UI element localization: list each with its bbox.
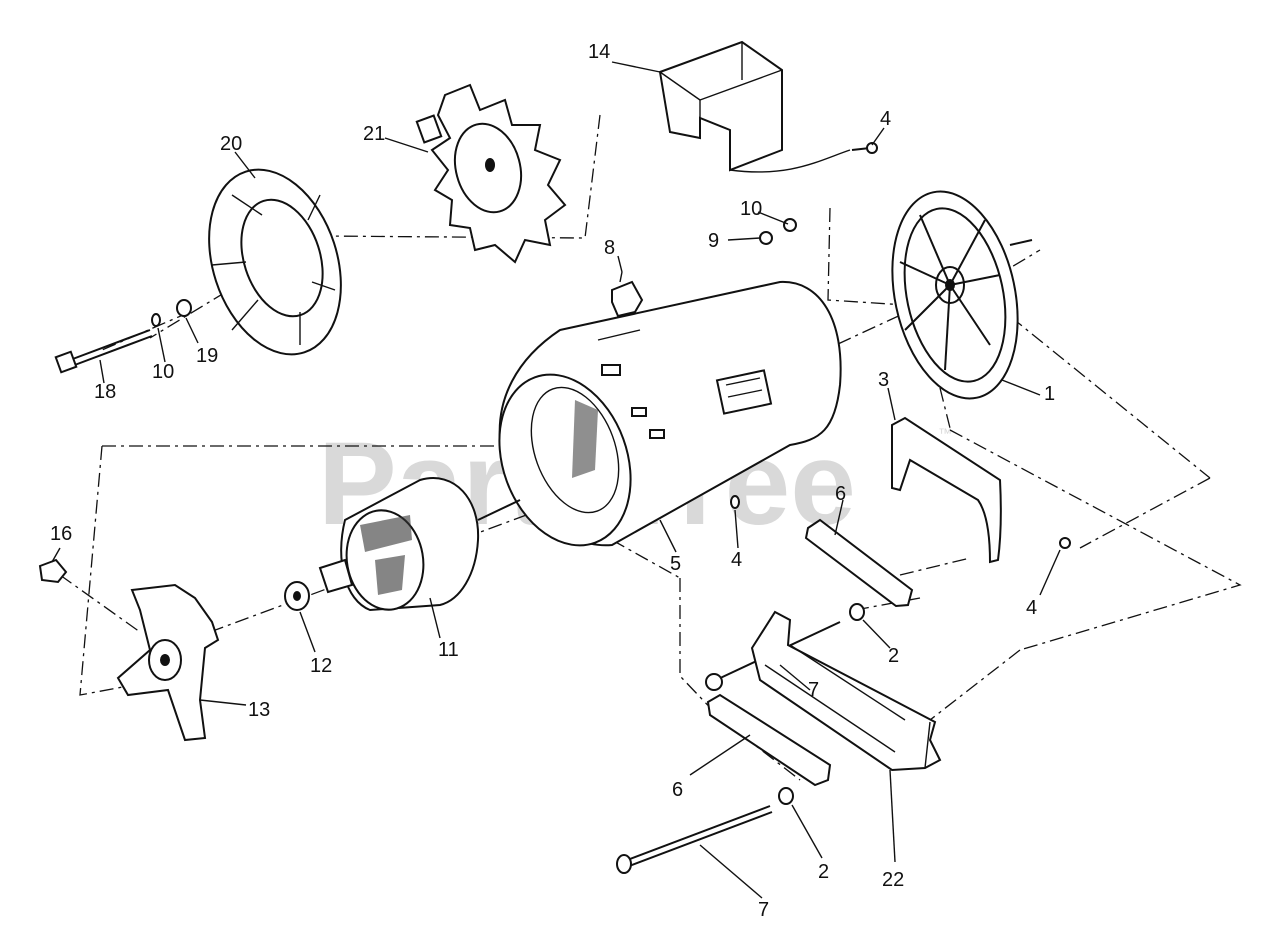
callout-11: 11: [438, 639, 459, 661]
part-13-drive-hub: [116, 583, 220, 742]
callout-1: 1: [1044, 383, 1055, 405]
callout-7-lower: 7: [758, 899, 769, 921]
callout-10-top: 10: [740, 198, 762, 220]
part-7-rod-lower: [616, 805, 773, 874]
part-4-screw-top: [851, 142, 878, 154]
callout-8: 8: [604, 237, 615, 259]
callout-12: 12: [310, 655, 332, 677]
part-4-screw-right: [1059, 537, 1071, 549]
callout-4-top: 4: [880, 108, 891, 130]
part-3-bracket: [891, 416, 1002, 564]
callout-6-lower: 6: [672, 779, 683, 801]
part-10-nut-top: [783, 218, 797, 232]
part-8-terminal-block: [611, 271, 644, 318]
callout-19: 19: [196, 345, 218, 367]
part-11-rotor: [318, 477, 521, 612]
part-9-lock-washer: [759, 231, 773, 245]
part-14-top-cover: [658, 40, 851, 173]
callout-5: 5: [670, 553, 681, 575]
callout-4-right: 4: [1026, 597, 1037, 619]
callout-18: 18: [94, 381, 116, 403]
part-22-base-cradle: [750, 610, 942, 772]
part-4-screw-mid: [730, 495, 740, 509]
callout-2-lower: 2: [818, 861, 829, 883]
part-2-washer-lower: [778, 787, 794, 805]
leader-lines: [51, 61, 1061, 899]
callout-9: 9: [708, 230, 719, 252]
part-19-washer: [176, 299, 192, 317]
callout-10-left: 10: [152, 361, 174, 383]
callout-labels: 14 4 20 21 10 9 8 1 3 10 19 18 16 11 12 …: [50, 41, 1055, 921]
callout-13: 13: [248, 699, 270, 721]
part-21-fan: [415, 83, 567, 264]
part-6-strap-lower: [706, 693, 832, 787]
callout-20: 20: [220, 133, 242, 155]
watermark-trademark: ™: [938, 425, 952, 441]
part-1-end-bell: [891, 190, 1033, 400]
part-10-washer-left: [151, 313, 161, 327]
callout-14: 14: [588, 41, 610, 63]
part-2-washer-upper: [849, 603, 865, 621]
part-6-strap-upper: [804, 518, 914, 608]
callout-21: 21: [363, 123, 385, 145]
callout-6-upper: 6: [835, 483, 846, 505]
callout-3: 3: [878, 369, 889, 391]
callout-4-mid: 4: [731, 549, 742, 571]
part-18-through-bolt: [54, 329, 153, 374]
part-16-clip: [38, 558, 68, 584]
callout-22: 22: [882, 869, 904, 891]
part-5-stator-housing: [498, 280, 842, 547]
callout-16: 16: [50, 523, 72, 545]
part-20-fan-shroud: [208, 168, 342, 356]
part-12-bearing: [284, 581, 310, 611]
callout-2-upper: 2: [888, 645, 899, 667]
callout-7-upper: 7: [808, 679, 819, 701]
